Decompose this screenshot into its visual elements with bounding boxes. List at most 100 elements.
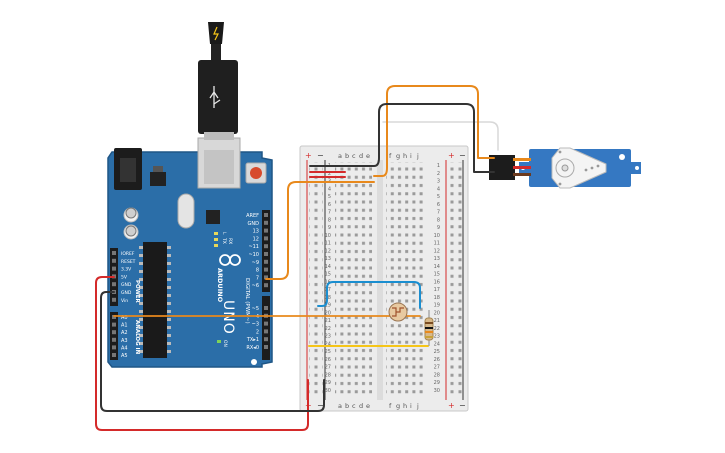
header-pin[interactable]	[264, 321, 268, 326]
row-number: 19	[434, 303, 440, 309]
servo-lead-ground	[513, 173, 531, 176]
micro-servo-icon	[489, 147, 641, 189]
analog-pin-label: A1	[121, 323, 128, 329]
column-letter-e: e	[366, 152, 370, 160]
header-pin[interactable]	[264, 283, 268, 288]
header-pin[interactable]	[112, 297, 116, 302]
header-pin[interactable]	[112, 322, 116, 327]
column-letter-e: e	[366, 402, 370, 410]
header-pin[interactable]	[112, 258, 116, 263]
header-pin[interactable]	[264, 259, 268, 264]
digital-pwm-label: DIGITAL (PWM~)	[244, 278, 250, 324]
resistor-band	[425, 322, 433, 324]
row-number: 29	[434, 380, 440, 386]
power-label: POWER	[134, 280, 140, 304]
header-pin[interactable]	[112, 337, 116, 342]
arduino-logo-icon	[219, 254, 241, 266]
row-number: 19	[325, 303, 331, 309]
digital-pin-label: GND	[248, 221, 260, 227]
chip-pin	[139, 302, 143, 305]
analog-pin-label: A0	[121, 315, 128, 321]
header-pin[interactable]	[264, 345, 268, 349]
chip-pin	[167, 278, 171, 281]
chip-pin	[139, 326, 143, 329]
row-number: 22	[325, 326, 331, 332]
wire-5v-to-rail[interactable]	[95, 276, 309, 431]
rail-plus-top-right: +	[448, 151, 455, 160]
row-number: 15	[325, 272, 331, 278]
crystal-oscillator	[177, 193, 195, 229]
column-letter-i: i	[410, 402, 412, 410]
header-pin[interactable]	[112, 282, 116, 287]
uno-model-label: UNO	[220, 300, 236, 335]
row-number: 30	[434, 388, 440, 394]
row-number: 14	[325, 264, 331, 270]
header-pin[interactable]	[112, 251, 116, 255]
row-number: 10	[325, 233, 331, 239]
terminal-strip-left	[335, 162, 372, 398]
header-pin[interactable]	[264, 337, 268, 342]
digital-pin-label: ~10	[248, 252, 259, 258]
header-pin[interactable]	[112, 315, 116, 319]
wire-ground-to-servo[interactable]	[309, 103, 495, 173]
column-letter-a: a	[338, 402, 342, 410]
header-pin[interactable]	[264, 236, 268, 241]
servo-shaft	[561, 164, 569, 172]
header-pin[interactable]	[112, 266, 116, 271]
header-pin[interactable]	[264, 220, 268, 225]
resistor-band	[425, 331, 433, 333]
header-pin[interactable]	[264, 244, 268, 249]
header-pin[interactable]	[112, 330, 116, 335]
row-number: 20	[434, 310, 440, 316]
header-pin[interactable]	[112, 345, 116, 350]
header-pin[interactable]	[264, 267, 268, 272]
header-pin[interactable]	[112, 353, 116, 357]
power-pin-label: GND	[121, 290, 132, 296]
arduino-brand-label: ARDUINO	[216, 268, 224, 303]
row-number: 13	[434, 256, 440, 262]
header-pin[interactable]	[264, 213, 268, 217]
chip-pin	[167, 246, 171, 249]
header-pin[interactable]	[264, 329, 268, 334]
header-pin[interactable]	[264, 275, 268, 280]
header-pin[interactable]	[264, 306, 268, 310]
wire-gnd-to-rail[interactable]	[100, 291, 325, 412]
row-number: 11	[325, 241, 331, 247]
led-rx-icon	[214, 244, 218, 247]
atmega-chip	[143, 242, 167, 358]
row-number: 5	[328, 194, 331, 200]
column-letter-f: f	[389, 152, 392, 160]
header-pin[interactable]	[264, 252, 268, 256]
led-tx-icon	[214, 238, 218, 241]
reset-button-cap[interactable]	[250, 167, 262, 179]
wire-blue-jumper[interactable]	[317, 281, 421, 309]
digital-pin-label: TX▸1	[246, 337, 259, 343]
digital-pin-label: 12	[253, 236, 259, 242]
header-pin[interactable]	[264, 228, 268, 233]
chip-pin	[139, 278, 143, 281]
power-pin-label: Vin	[121, 298, 128, 304]
rail-minus-bottom-left: −	[317, 401, 324, 410]
rail-minus-top-left: −	[317, 151, 324, 160]
photoresistor-trace	[392, 307, 404, 317]
digital-header-upper	[262, 210, 270, 292]
servo-lead-power	[513, 166, 531, 169]
servo-connector	[489, 155, 515, 180]
chip-pin	[139, 350, 143, 353]
chip-pin	[139, 246, 143, 249]
row-number: 2	[437, 171, 440, 177]
column-letter-b: b	[345, 152, 349, 160]
row-number: 18	[434, 295, 440, 301]
digital-pin-label: 7	[256, 275, 259, 281]
wire-signal-to-servo[interactable]	[373, 85, 495, 177]
chip-pin	[139, 262, 143, 265]
row-number: 29	[325, 380, 331, 386]
row-number: 12	[434, 248, 440, 254]
chip-pins	[139, 246, 171, 353]
column-letter-a: a	[338, 152, 342, 160]
digital-pin-label: ~5	[252, 306, 259, 312]
wire-pin9-to-breadboard[interactable]	[265, 181, 375, 280]
column-letter-d: d	[359, 402, 363, 410]
